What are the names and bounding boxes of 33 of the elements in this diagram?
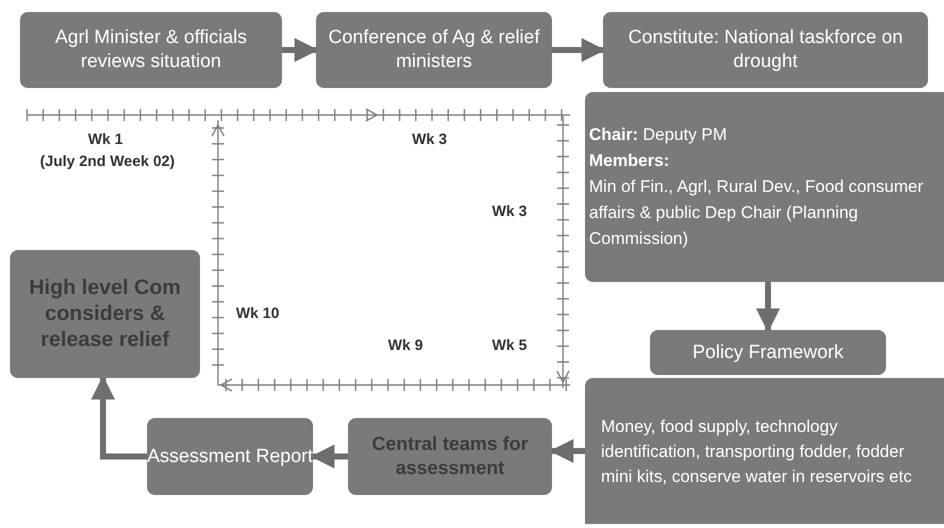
box-text: Assessment Report [147,444,313,468]
arrow [310,444,348,468]
process-box [348,418,552,495]
box-text: Policy Framework [692,340,844,364]
week-label: (July 2nd Week 02) [40,152,175,172]
week-label: Wk 3 [412,130,448,150]
process-box [585,378,944,524]
process-box [585,92,944,282]
process-box [650,330,886,375]
week-label: Wk 1 [88,130,124,150]
box-text: High level Com considers & release relief [28,275,182,353]
box-text: Conference of Ag & relief ministers [327,26,541,74]
process-box [20,12,282,88]
box-text: Chair: Deputy PM [589,124,728,146]
week-label: Wk 10 [236,304,280,324]
week-label: Wk 3 [492,202,528,222]
week-label: Wk 9 [388,336,424,356]
arrow [91,376,147,460]
process-box [10,250,200,378]
arrow [282,38,318,62]
box-text: Money, food supply, technology identification, transporting fodder, fodder mini kits, conserve water in reservoirs etc [601,416,913,488]
box-text: Central teams for assessment [370,432,530,480]
process-box [316,12,552,88]
box-text: Min of Fin., Agrl, Rural Dev., Food consumer affairs & public Dep Chair (Planning Commission) [589,176,924,250]
box-text: Members: [589,150,670,172]
week-label: Wk 5 [492,336,528,356]
arrow [756,282,780,332]
process-box [603,12,928,88]
arrow [550,439,585,463]
arrow [552,38,606,62]
box-text: Constitute: National taskforce on drought [627,26,904,74]
process-box [147,418,313,495]
box-text: Agrl Minister & officials reviews situation [54,26,248,74]
